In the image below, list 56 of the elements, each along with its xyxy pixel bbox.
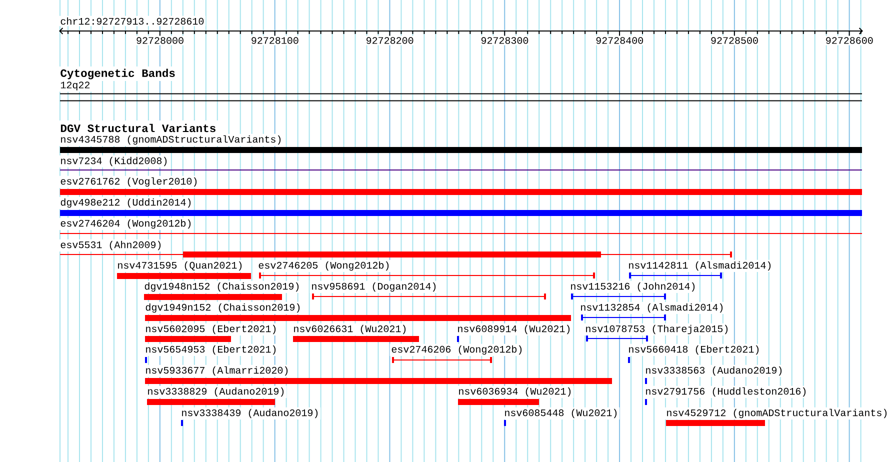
node-label: nsv3338829 (Audano2019)	[148, 387, 284, 397]
feature-label: nsv2791756 (Huddleston2016)	[644, 386, 809, 398]
tick-label: 92728300	[479, 36, 530, 46]
feature-label: nsv4529712 (gnomADStructuralVariants)	[664, 407, 890, 420]
feature-label: nsv6026631 (Wu2021)	[292, 323, 409, 336]
location-label: chr12:92727913..92728610	[58, 16, 206, 26]
feature-label: nsv958691 (Dogan2014)	[310, 280, 439, 294]
node-label: nsv3338563 (Audano2019)	[646, 366, 782, 376]
feature-label: nsv5654953 (Ebert2021)	[144, 344, 279, 356]
feature-label: nsv6036934 (Wu2021)	[456, 386, 574, 398]
feature-label: nsv7234 (Kidd2008)	[58, 155, 170, 168]
node-label: nsv1132854 (Alsmadi2014)	[581, 303, 723, 313]
feature-label: esv5531 (Ahn2009)	[58, 239, 164, 252]
feature-label: nsv1142811 (Alsmadi2014)	[626, 260, 774, 272]
feature-label: dgv498e212 (Uddin2014)	[58, 196, 194, 210]
tick-label: 92728600	[824, 36, 875, 46]
feature-label: esv2746206 (Wong2012b)	[390, 344, 525, 356]
feature-label: nsv3338439 (Audano2019)	[180, 407, 321, 420]
node-label: nsv1153216 (John2014)	[571, 282, 695, 292]
node-label: nsv3338439 (Audano2019)	[182, 408, 318, 418]
feature-label: nsv4731595 (Quan2021)	[116, 260, 245, 272]
band-label: 12q22	[58, 80, 92, 92]
node-label: nsv1078753 (Thareja2015)	[586, 324, 728, 334]
tick-label: 92728200	[364, 36, 416, 46]
tick-label: 92728500	[709, 36, 760, 46]
feature-label: nsv5933677 (Almarri2020)	[144, 364, 291, 378]
node-label: esv2746206 (Wong2012b)	[392, 345, 522, 355]
feature-label: esv2746204 (Wong2012b)	[58, 218, 194, 230]
node-label: nsv5660418 (Ebert2021)	[629, 345, 759, 355]
feature-label: nsv5602095 (Ebert2021)	[144, 323, 279, 336]
node-label: nsv4529712 (gnomADStructuralVariants)	[667, 408, 887, 418]
feature-label: nsv5660418 (Ebert2021)	[626, 344, 762, 356]
node-label: nsv5654953 (Ebert2021)	[146, 345, 276, 355]
tick-label: 92728100	[250, 36, 300, 46]
feature-label: nsv1078753 (Thareja2015)	[584, 323, 731, 336]
feature-label: nsv6085448 (Wu2021)	[502, 407, 620, 420]
node-label: nsv6089914 (Wu2021)	[458, 324, 570, 334]
feature-label: nsv1132854 (Alsmadi2014)	[578, 302, 726, 314]
feature-label: esv2761762 (Vogler2010)	[58, 176, 200, 188]
feature-label: nsv4345788 (gnomADStructuralVariants)	[58, 134, 284, 146]
node-label: dgv1948n152 (Chaisson2019)	[144, 282, 299, 292]
feature-label: nsv1153216 (John2014)	[568, 280, 698, 294]
tick-label: 92728400	[594, 36, 645, 46]
feature-label: dgv1948n152 (Chaisson2019)	[142, 280, 302, 294]
node-label: nsv5602095 (Ebert2021)	[146, 324, 276, 334]
feature-label: nsv3338563 (Audano2019)	[644, 364, 785, 378]
track-heading: DGV Structural Variants	[60, 124, 216, 132]
feature-label: esv2746205 (Wong2012b)	[256, 260, 392, 272]
node-label: nsv6036934 (Wu2021)	[459, 387, 571, 397]
node-label: nsv6085448 (Wu2021)	[505, 408, 617, 418]
feature-label: dgv1949n152 (Chaisson2019)	[144, 302, 303, 314]
tick-label: 92728000	[134, 36, 186, 46]
node-label: nsv2791756 (Huddleston2016)	[646, 387, 806, 397]
feature-label: nsv6089914 (Wu2021)	[456, 323, 573, 336]
feature-label: nsv3338829 (Audano2019)	[146, 386, 287, 398]
node-label: nsv1142811 (Alsmadi2014)	[629, 261, 771, 271]
